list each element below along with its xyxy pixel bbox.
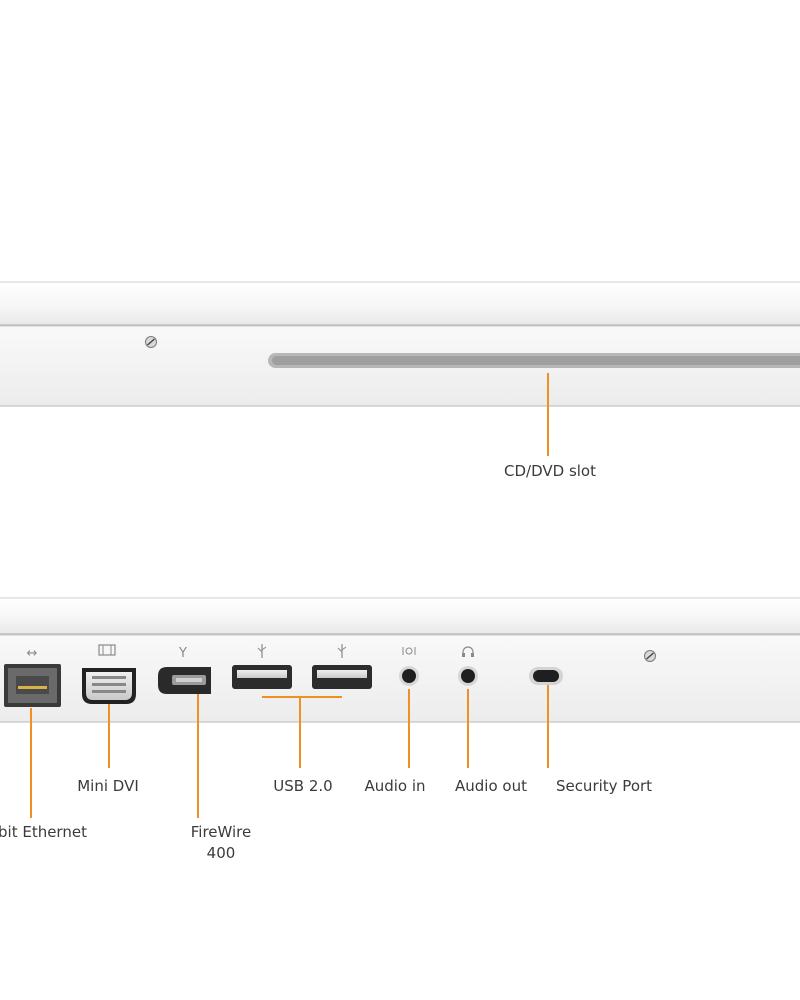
gigabit-ethernet-label: bit Ethernet [0, 823, 87, 841]
cd-dvd-slot-label: CD/DVD slot [504, 462, 596, 480]
audio-out-jack [458, 666, 478, 686]
usb-label: USB 2.0 [273, 777, 332, 795]
usb-port-2 [312, 665, 372, 689]
screw-icon [644, 650, 656, 662]
firewire-label-line1: FireWire [191, 823, 252, 841]
audio-in-icon [402, 647, 416, 655]
mini-dvi-label: Mini DVI [77, 777, 139, 795]
mini-dvi-port [82, 668, 136, 704]
ethernet-arrows-icon: ↔ [27, 646, 38, 661]
usb-port-1 [232, 665, 292, 689]
security-port-label: Security Port [556, 777, 652, 795]
callout-lines [30, 685, 549, 818]
display-icon [98, 644, 116, 656]
firewire-label-line2: 400 [207, 844, 236, 862]
firewire-400-port [158, 667, 211, 694]
headphones-icon [462, 646, 474, 657]
usb-icon [257, 644, 267, 658]
audio-out-label: Audio out [455, 777, 527, 795]
security-port [529, 667, 563, 685]
audio-in-jack [399, 666, 419, 686]
audio-in-label: Audio in [364, 777, 425, 795]
usb-icon [337, 644, 347, 658]
top-chassis [0, 281, 800, 407]
ethernet-port [4, 664, 61, 707]
cd-dvd-slot [268, 353, 800, 368]
screw-icon [145, 336, 157, 348]
firewire-y-icon: Y [178, 646, 187, 661]
